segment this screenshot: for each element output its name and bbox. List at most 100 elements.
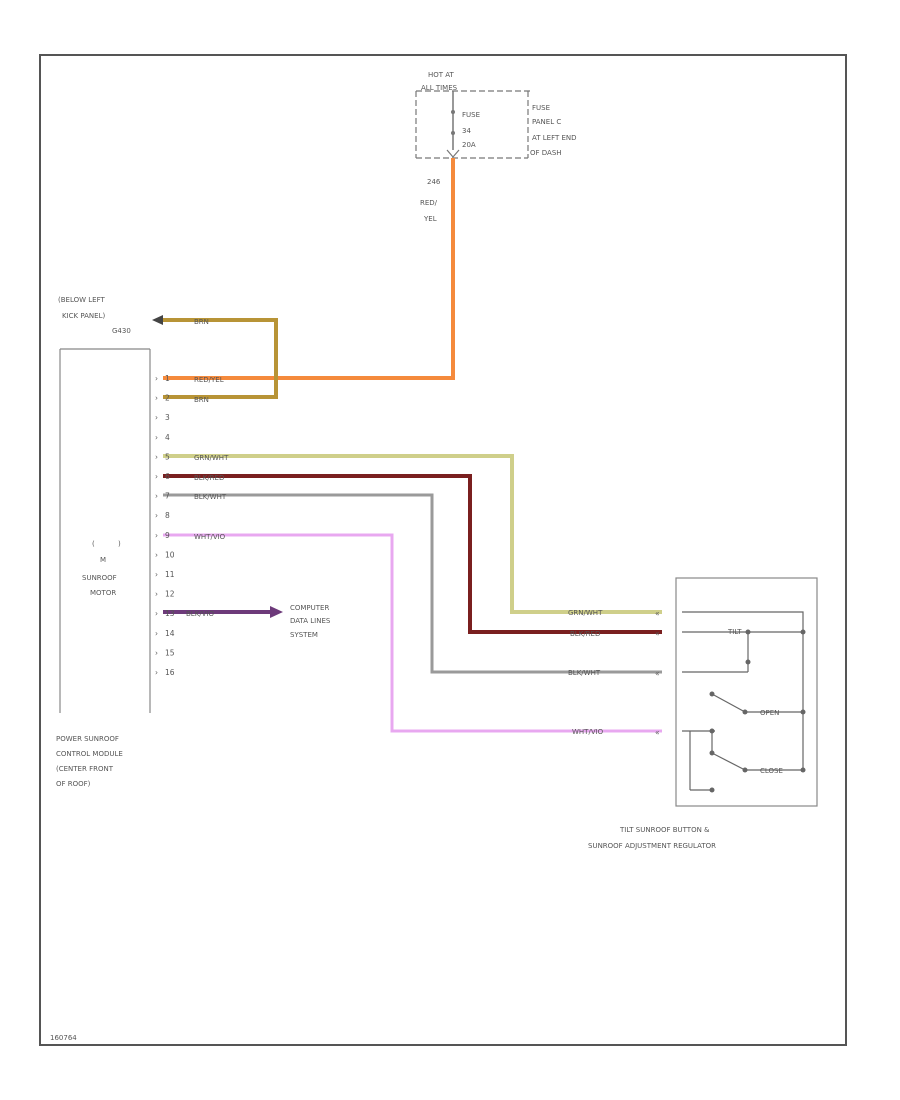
switch-contact-open: OPEN — [760, 709, 779, 717]
switch-contact-points — [709, 629, 806, 793]
pin-number-3: 3 — [165, 413, 170, 422]
pin-tick-13: › — [155, 609, 158, 618]
fuse-panel-label-1: FUSE — [532, 104, 550, 112]
switch-wire-label-3: BLK/WHT — [568, 669, 601, 677]
motor-bracket-right: ) — [118, 540, 121, 548]
ground-location-2: KICK PANEL) — [62, 312, 105, 320]
pin-number-2: 2 — [165, 394, 170, 403]
pin-tick-16: › — [155, 668, 158, 677]
data-lines-arrow-icon — [270, 606, 283, 618]
pin-tick-15: › — [155, 648, 158, 657]
data-lines-label-2: DATA LINES — [290, 617, 331, 625]
motor-bracket-left: ( — [92, 540, 95, 548]
switch-contact-close: CLOSE — [760, 767, 783, 775]
wire-blk-red — [163, 474, 662, 634]
pin-tick-10: › — [155, 550, 158, 559]
module-name-2: CONTROL MODULE — [56, 750, 123, 758]
wire-label-pin5: GRN/WHT — [194, 454, 229, 462]
fuse-hot-label-1: HOT AT — [428, 71, 455, 79]
switch-assembly: « « « « GRN/WHT BLK/RED BLK/WHT WHT/VIO — [568, 577, 818, 807]
pin-tick-5: › — [155, 452, 158, 461]
wire-label-pin13: BLK/VIO — [186, 610, 215, 618]
pin-tick-11: › — [155, 570, 158, 579]
control-module: ›1›2›3›4›5›6›7›8›9›10›11›12›13›14›15›16 … — [59, 348, 175, 713]
switch-connector-4: « — [655, 728, 660, 737]
wire-brn — [163, 318, 278, 399]
wire-grn-wht — [163, 454, 662, 614]
fuse-block: HOT AT ALL TIMES FUSE 34 20A FUSE PANEL … — [415, 71, 577, 159]
wire-label-ground-brn: BRN — [194, 318, 209, 326]
module-pins: › 1 › 2 › 3 › 4 › 5 › 6 › 7 › 8 › 9 › 10 › 11 › 12 › 13 › 14 › 15 › 16 — [155, 374, 175, 677]
switch-wire-label-1: GRN/WHT — [568, 609, 603, 617]
switch-internal-circuit — [682, 611, 804, 791]
wire-label-pin6: BLK/RED — [194, 474, 224, 482]
diagram-frame — [39, 54, 847, 1046]
switch-connector-3: « — [655, 669, 660, 678]
pin-tick-12: › — [155, 590, 158, 599]
pin-number-6: 6 — [165, 472, 170, 481]
wire-label-pin1: RED/YEL — [194, 376, 224, 384]
fuse-connector-icon — [446, 149, 460, 158]
pin-number-14: 14 — [165, 629, 175, 638]
data-lines-label-3: SYSTEM — [290, 631, 318, 639]
switch-connector-1: « — [655, 609, 660, 618]
fuse-terminal-top — [451, 110, 455, 114]
pin-number-5: 5 — [165, 452, 170, 461]
pin-tick-8: › — [155, 511, 158, 520]
pin-tick-6: › — [155, 472, 158, 481]
pin-tick-3: › — [155, 413, 158, 422]
pin-number-11: 11 — [165, 570, 175, 579]
ground-arrow-icon — [152, 315, 163, 325]
pin-number-15: 15 — [165, 648, 175, 657]
wire-red-yel — [163, 158, 455, 380]
pin-tick-1: › — [155, 374, 158, 383]
ground-location-3: G430 — [112, 327, 131, 335]
motor-symbol: M — [100, 556, 106, 564]
module-name-3: (CENTER FRONT — [56, 765, 114, 773]
pin-number-10: 10 — [165, 550, 175, 559]
switch-name-2: SUNROOF ADJUSTMENT REGULATOR — [588, 842, 716, 850]
module-name-1: POWER SUNROOF — [56, 735, 119, 743]
wire-blk-wht — [163, 493, 662, 674]
motor-label-2: MOTOR — [90, 589, 116, 597]
pin-number-1: 1 — [165, 374, 170, 383]
feed-circuit-label: 246 — [427, 178, 441, 186]
wire-label-pin2: BRN — [194, 396, 209, 404]
switch-wire-label-2: BLK/RED — [570, 630, 600, 638]
pin-number-9: 9 — [165, 531, 170, 540]
fuse-inner-label-1: FUSE — [462, 111, 480, 119]
data-lines-label-1: COMPUTER — [290, 604, 329, 612]
switch-wire-label-4: WHT/VIO — [572, 728, 604, 736]
fuse-inner-label-2: 34 — [462, 127, 471, 135]
feed-color-label-2: YEL — [423, 215, 437, 223]
fuse-panel-label-3: AT LEFT END — [532, 134, 577, 142]
fuse-panel-label-2: PANEL C — [532, 118, 561, 126]
pin-number-4: 4 — [165, 433, 170, 442]
wire-label-pin9: WHT/VIO — [194, 533, 226, 541]
fuse-terminal-bottom — [451, 131, 455, 135]
ground-location-1: (BELOW LEFT — [58, 296, 105, 304]
pin-tick-2: › — [155, 394, 158, 403]
pin-number-12: 12 — [165, 590, 175, 599]
pin-tick-14: › — [155, 629, 158, 638]
wire-wht-vio — [163, 533, 662, 733]
pin-number-16: 16 — [165, 668, 175, 677]
motor-label-1: SUNROOF — [82, 574, 117, 582]
fuse-inner-label-3: 20A — [462, 141, 476, 149]
fuse-hot-label-2: ALL TIMES — [421, 84, 458, 92]
switch-connector-2: « — [655, 629, 660, 638]
switch-housing — [675, 577, 818, 807]
fuse-panel-label-4: OF DASH — [530, 149, 562, 157]
figure-id: 160764 — [50, 1034, 77, 1042]
pin-tick-9: › — [155, 531, 158, 540]
feed-color-label-1: RED/ — [420, 199, 438, 207]
pin-number-13: 13 — [165, 609, 175, 618]
pin-tick-4: › — [155, 433, 158, 442]
pin-number-7: 7 — [165, 492, 170, 501]
switch-contact-tilt: TILT — [727, 628, 742, 636]
switch-name-1: TILT SUNROOF BUTTON & — [619, 826, 710, 834]
pin-tick-7: › — [155, 492, 158, 501]
pin-number-8: 8 — [165, 511, 170, 520]
wire-label-pin7: BLK/WHT — [194, 493, 227, 501]
